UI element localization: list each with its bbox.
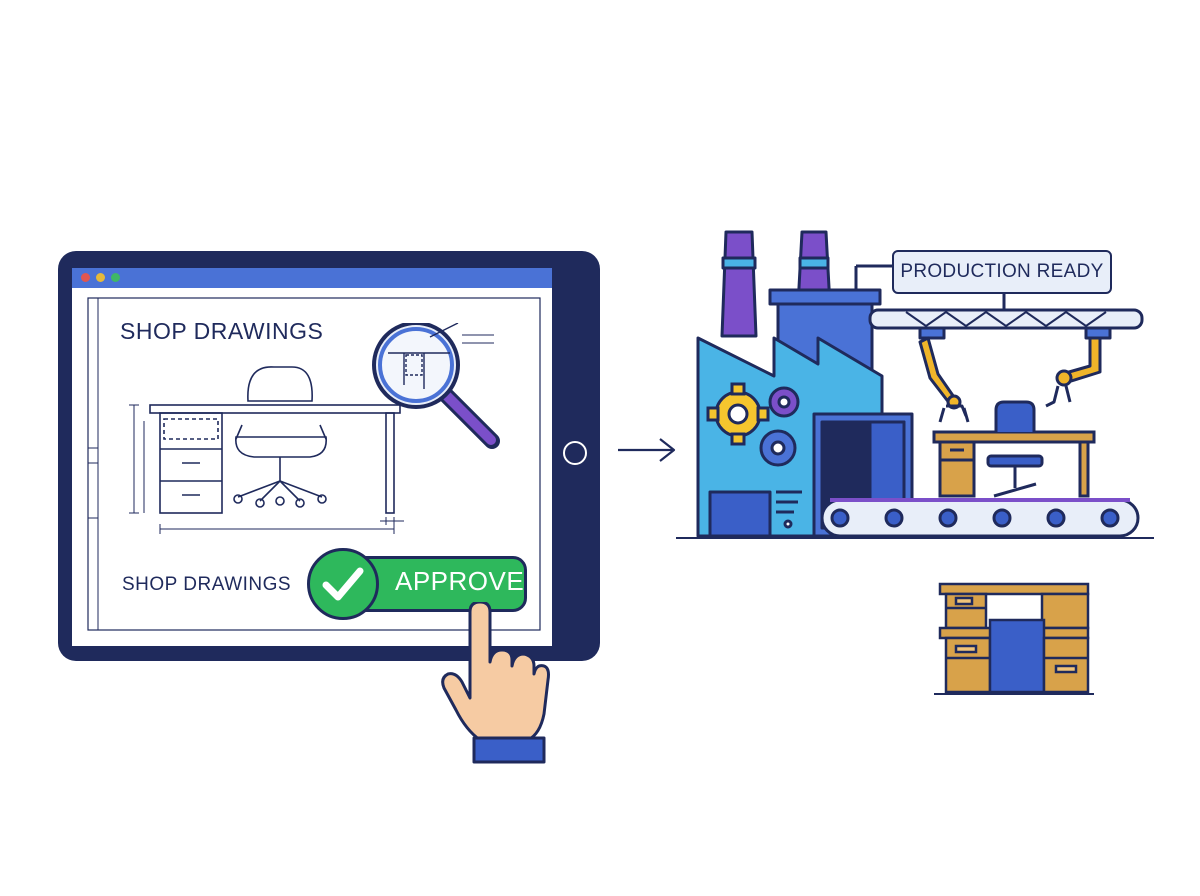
window-titlebar <box>72 268 552 288</box>
window-close-dot[interactable] <box>81 273 90 282</box>
magnifier-icon <box>372 323 500 449</box>
checkmark-badge[interactable] <box>307 548 379 620</box>
window-minimize-dot[interactable] <box>96 273 105 282</box>
robot-arm-icon <box>918 326 970 423</box>
conveyor-belt <box>820 498 1140 538</box>
production-ready-label: PRODUCTION READY <box>900 261 1104 282</box>
desk-blueprint <box>129 366 404 534</box>
tablet-home-button[interactable] <box>563 441 587 465</box>
approve-button[interactable]: APPROVE <box>307 548 531 620</box>
drawing-heading: SHOP DRAWINGS <box>120 318 324 344</box>
overhead-rail <box>868 308 1144 330</box>
production-ready-sign: PRODUCTION READY <box>892 250 1112 294</box>
robot-arm-icon <box>1045 326 1112 408</box>
drawing-caption: SHOP DRAWINGS <box>122 574 292 595</box>
factory-illustration <box>676 230 1154 539</box>
checkmark-icon <box>322 567 364 601</box>
gear-icon <box>706 382 770 446</box>
gear-icon <box>768 386 800 418</box>
chimney-left <box>720 230 758 338</box>
gear-icon <box>759 429 797 467</box>
arrow-right-icon <box>618 438 676 462</box>
drawing-sheet <box>87 297 541 631</box>
finished-desk <box>934 582 1094 695</box>
window-maximize-dot[interactable] <box>111 273 120 282</box>
approve-label: APPROVE <box>395 566 525 596</box>
pointing-hand-icon <box>441 602 550 764</box>
